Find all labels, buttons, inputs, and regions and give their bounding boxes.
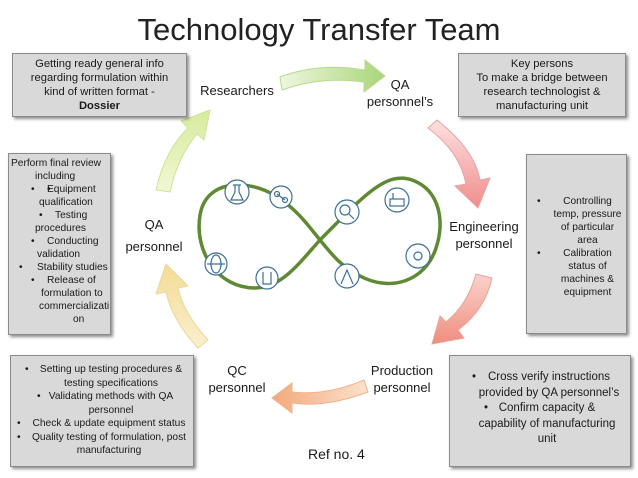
arrow-qa-to-engineering	[427, 119, 491, 209]
list-item: • Validating methods with QA personnel	[15, 390, 189, 417]
list-item-text: unit	[537, 433, 557, 445]
dossier-line: kind of written format -	[44, 86, 155, 98]
list-item-text: Conducting	[47, 236, 99, 247]
box-production-tasks: • Cross verify instructions provided by …	[449, 355, 631, 467]
list-item-text: capability of manufacturing	[478, 417, 616, 430]
gear-icon	[405, 243, 431, 269]
list-item-text: procedures	[35, 223, 86, 234]
list-item: • Conducting validation	[11, 235, 108, 261]
list-item-text: validation	[37, 249, 81, 260]
box-final-review: Perform final review including • Equipme…	[8, 153, 111, 335]
infinity-loop	[197, 176, 442, 290]
role-qc-line2: personnel	[208, 380, 266, 395]
list-item-text: qualification	[39, 197, 93, 208]
role-researchers: Researchers	[200, 83, 274, 98]
list-item-text: personnel	[88, 404, 134, 416]
arrow-qa-to-researchers	[155, 109, 211, 193]
list-item-text: Equipment	[47, 184, 96, 195]
list-item-text: Quality testing of formulation, post	[31, 431, 187, 443]
final-review-intro: including	[35, 171, 76, 182]
arrow-engineering-to-production	[431, 273, 493, 345]
key-persons-line: research technologist &	[483, 86, 601, 98]
list-item-text: Calibration	[563, 248, 612, 259]
list-item: • Equipment qualification	[11, 183, 108, 209]
arrow-qc-to-qa	[155, 263, 209, 349]
list-item-text: Controlling	[563, 196, 612, 207]
role-qa-left: QA personnel	[118, 214, 190, 258]
role-production: Production personnel	[362, 362, 442, 396]
role-qa-top-line2: personnel’s	[366, 94, 434, 109]
list-item: • Release of formulation to commercializ…	[31, 275, 110, 325]
role-engineering: Engineering personnel	[442, 218, 526, 252]
list-item: • Calibration status of machines & equip…	[529, 247, 624, 299]
key-persons-line: manufacturing unit	[495, 100, 589, 112]
arrow-researchers-to-qa	[279, 58, 386, 94]
list-item-text: manufacturing	[76, 445, 142, 456]
box-qc-tasks: • Setting up testing procedures & testin…	[10, 355, 194, 467]
box-dossier: Getting ready general info regarding for…	[12, 53, 187, 117]
list-item-text: Validating methods with QA	[48, 391, 174, 402]
flask-icon	[224, 179, 250, 205]
list-item: • Stability studies	[19, 262, 108, 273]
diagram-title: Technology Transfer Team	[137, 12, 501, 47]
list-item-text: provided by QA personnel’s	[478, 386, 620, 399]
list-item: • Quality testing of formulation, post m…	[15, 431, 189, 458]
list-item: • Cross verify instructions provided by …	[454, 370, 626, 401]
production-task-list: • Cross verify instructions provided by …	[454, 370, 626, 448]
list-item-text: machines &	[560, 274, 615, 285]
role-production-line2: personnel	[373, 380, 431, 395]
beaker-icon	[255, 266, 279, 290]
final-review-intro: Perform final review	[11, 158, 102, 169]
list-item-text: Release of	[47, 275, 96, 286]
list-item: • Testing procedures	[11, 209, 108, 235]
list-item-text: equipment	[563, 287, 612, 298]
box-key-persons: Key persons To make a bridge between res…	[458, 53, 626, 117]
dossier-line: regarding formulation within	[30, 72, 169, 84]
list-item-text: temp, pressure	[553, 209, 622, 220]
factory-icon	[384, 187, 410, 213]
list-item-text: Testing	[55, 210, 88, 221]
list-item: • Setting up testing procedures & testin…	[15, 363, 189, 390]
role-qa-top: QA personnel’s	[362, 76, 438, 110]
dossier-keyword: Dossier	[78, 100, 121, 112]
role-qa-top-line1: QA	[390, 77, 410, 92]
list-item-text: Setting up testing procedures &	[39, 364, 183, 375]
box-engineering-tasks: • Controlling temp, pressure of particul…	[526, 154, 627, 334]
list-item-text: formulation to	[41, 288, 103, 299]
final-review-list: • Equipment qualification • Testing proc…	[11, 183, 110, 326]
dossier-line: Getting ready general info	[35, 58, 164, 70]
list-item: • Confirm capacity & capability of manuf…	[454, 401, 626, 448]
arrow-production-to-qc	[271, 379, 369, 414]
role-qa-left-line2: personnel	[125, 239, 183, 254]
list-item-text: of particular	[560, 222, 615, 233]
role-qa-left-line1: QA	[144, 217, 164, 232]
list-item: • Controlling temp, pressure of particul…	[529, 195, 624, 247]
list-item-text: on	[73, 314, 85, 325]
engineering-task-list: • Controlling temp, pressure of particul…	[529, 195, 624, 299]
role-production-line1: Production	[370, 363, 434, 378]
molecule-icon	[269, 185, 293, 209]
list-item-text: area	[577, 235, 598, 246]
list-item-text: commercializati	[39, 301, 110, 312]
compass-icon	[334, 263, 360, 289]
key-persons-line: Key persons	[510, 58, 574, 70]
role-engineering-line1: Engineering	[449, 219, 519, 234]
qc-task-list: • Setting up testing procedures & testin…	[15, 363, 189, 458]
list-item-text: Stability studies	[37, 262, 108, 273]
globe-icon	[204, 252, 228, 276]
reference-note: Ref no. 4	[308, 446, 365, 462]
list-item-text: status of	[568, 261, 607, 272]
list-item-text: Cross verify instructions	[487, 371, 611, 383]
list-item-text: Check & update equipment status	[32, 418, 186, 429]
list-item-text: Confirm capacity &	[498, 402, 596, 414]
role-qc-line1: QC	[227, 363, 247, 378]
list-item: • Check & update equipment status	[15, 417, 189, 431]
key-persons-line: To make a bridge between	[476, 72, 608, 84]
formulation-icons	[204, 179, 431, 290]
magnifier-icon	[334, 199, 360, 225]
role-qc: QC personnel	[204, 362, 270, 396]
list-item-text: testing specifications	[63, 377, 158, 389]
role-engineering-line2: personnel	[455, 236, 513, 251]
